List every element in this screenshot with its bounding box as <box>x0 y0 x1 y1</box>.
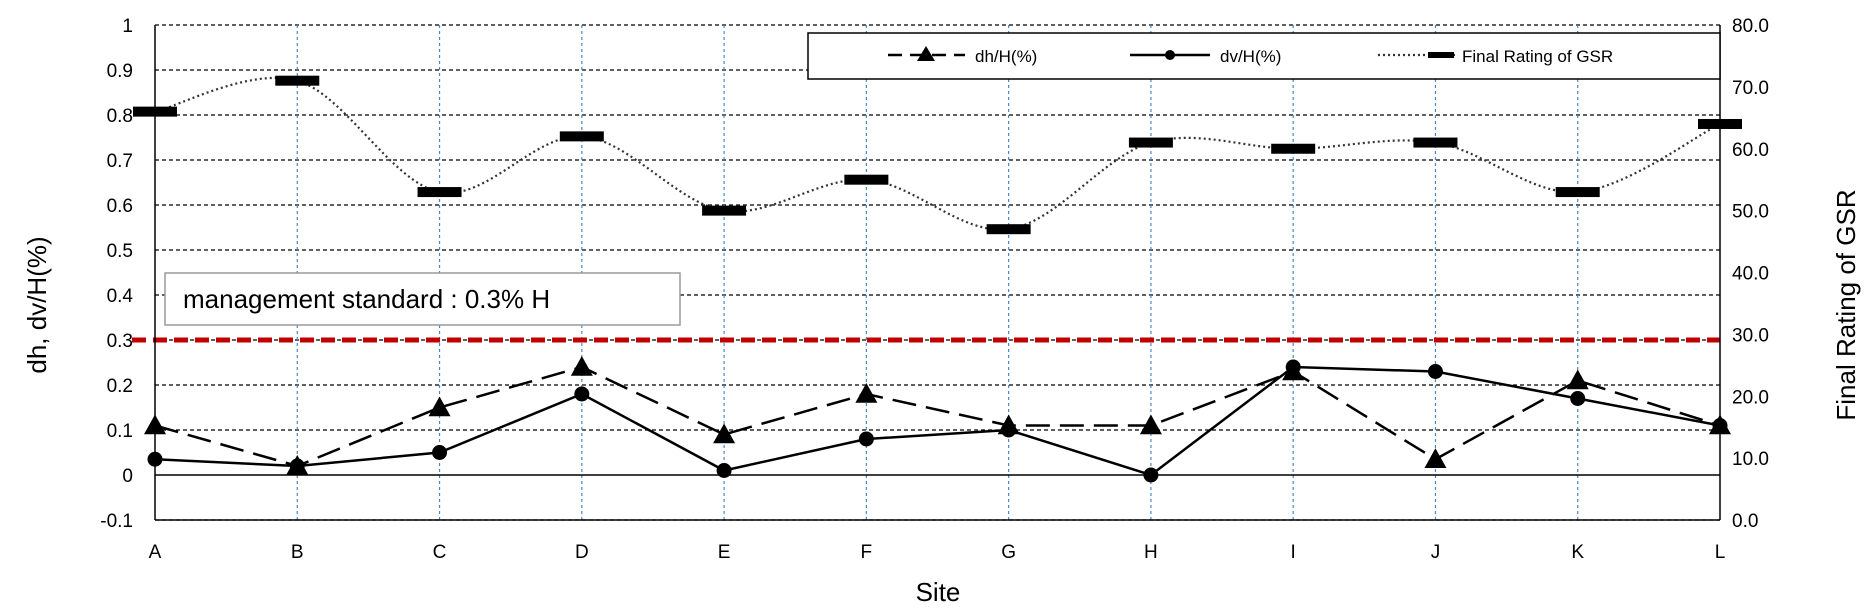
x-tick-label: F <box>861 542 873 563</box>
dv-point <box>289 458 305 474</box>
dh-point <box>428 396 451 417</box>
dv-point <box>574 386 590 402</box>
annotation-text: management standard : 0.3% H <box>183 284 550 314</box>
y2-tick-label: 10.0 <box>1732 449 1769 470</box>
gsr-point <box>1271 143 1316 154</box>
dv-point <box>432 445 448 460</box>
gsr-point <box>417 187 462 198</box>
x-tick-label: B <box>291 542 304 563</box>
x-tick-label: E <box>718 542 731 563</box>
gsr-point <box>986 224 1031 235</box>
y2-tick-label: 30.0 <box>1732 325 1769 346</box>
legend-dv-marker <box>1165 50 1175 60</box>
legend-label-dh: dh/H(%) <box>975 47 1037 66</box>
y-tick-label: -0.1 <box>100 511 133 532</box>
dv-point <box>858 431 874 447</box>
y-tick-label: 0.5 <box>107 241 133 262</box>
dv-point <box>1285 359 1301 375</box>
x-tick-label: L <box>1715 542 1726 563</box>
dv-point <box>1001 422 1017 438</box>
y-tick-label: 0.2 <box>107 376 133 397</box>
y2-tick-label: 0.0 <box>1732 511 1758 532</box>
legend-label-gsr: Final Rating of GSR <box>1462 47 1613 66</box>
dh-point <box>713 423 736 444</box>
x-tick-label: J <box>1431 542 1441 563</box>
dh-series-line <box>154 365 1721 468</box>
x-tick-label: H <box>1144 542 1158 563</box>
x-axis-title: Site <box>916 577 961 607</box>
y2-tick-label: 70.0 <box>1732 78 1769 99</box>
legend-gsr-marker <box>1428 52 1454 58</box>
annotation: management standard : 0.3% H <box>164 272 681 326</box>
x-tick-label: D <box>575 542 589 563</box>
x-tick-label: I <box>1291 542 1296 563</box>
gsr-point <box>1555 187 1600 198</box>
series-layer <box>133 75 1742 483</box>
dv-point <box>1427 364 1443 379</box>
x-tick-label: G <box>1001 542 1016 563</box>
x-tick-label: A <box>149 542 162 563</box>
legend: dh/H(%) dv/H(%) Final Rating of GSR <box>807 32 1721 80</box>
y2-tick-label: 60.0 <box>1732 140 1769 161</box>
legend-label-dv: dv/H(%) <box>1220 47 1281 66</box>
y-axis-title: dh, dv/H(%) <box>22 236 52 373</box>
y-tick-label: 0.3 <box>107 331 133 352</box>
gsr-point <box>844 174 889 185</box>
axes: -0.100.10.20.30.40.50.60.70.80.910.010.0… <box>100 16 1769 563</box>
dh-point <box>1566 369 1589 390</box>
dh-point <box>855 383 878 403</box>
x-tick-label: K <box>1571 542 1584 563</box>
dh-point <box>1424 448 1447 469</box>
dv-series-line <box>154 365 1721 477</box>
gsr-point <box>1128 137 1173 148</box>
legend-dh-marker <box>917 46 935 61</box>
y-tick-label: 0.8 <box>107 106 133 127</box>
gsr-point <box>275 75 320 86</box>
gsr-point <box>702 205 747 216</box>
y2-tick-label: 50.0 <box>1732 202 1769 223</box>
y-tick-label: 1 <box>122 16 133 37</box>
annotation-box <box>164 272 681 326</box>
dh-point <box>570 356 593 376</box>
y-tick-label: 0.7 <box>107 151 133 172</box>
y2-tick-label: 80.0 <box>1732 16 1769 37</box>
y-tick-label: 0.6 <box>107 196 133 217</box>
y-tick-label: 0.1 <box>107 421 133 442</box>
y2-tick-label: 40.0 <box>1732 264 1769 285</box>
y-tick-label: 0 <box>122 466 133 487</box>
x-tick-label: C <box>433 542 447 563</box>
y2-axis-title: Final Rating of GSR <box>1831 189 1861 420</box>
y2-tick-label: 20.0 <box>1732 387 1769 408</box>
dh-point <box>1139 414 1162 435</box>
y-tick-label: 0.4 <box>107 286 134 307</box>
dv-point <box>1570 391 1586 406</box>
y-tick-label: 0.9 <box>107 61 133 82</box>
gsr-point <box>559 131 604 142</box>
gsr-point <box>1413 137 1458 148</box>
